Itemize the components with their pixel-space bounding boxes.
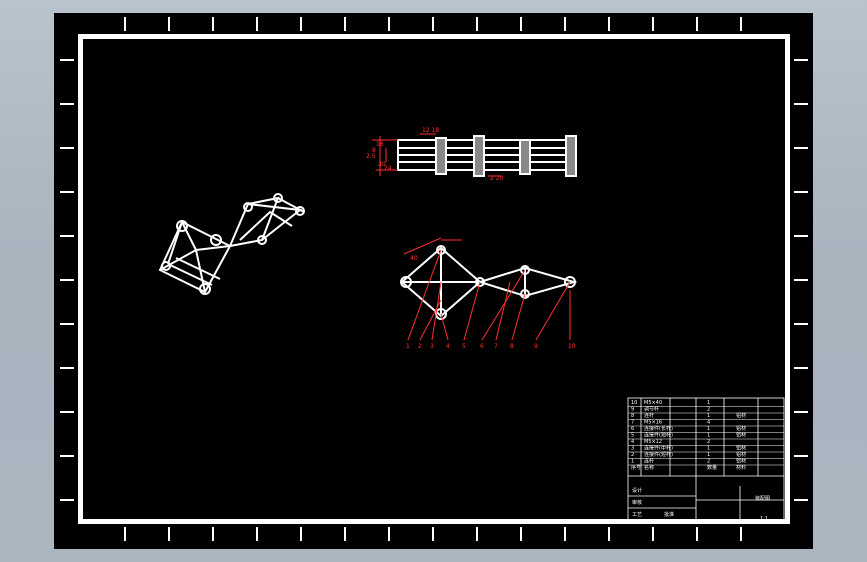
parts-cell-no: 2 — [631, 452, 634, 458]
parts-cell-no: 6 — [631, 426, 634, 432]
balloon-leader — [431, 281, 442, 341]
parts-cell-name: M5×16 — [644, 420, 662, 426]
parts-cell-material: 铝材 — [736, 425, 746, 432]
part-balloon[interactable]: 2 — [418, 343, 422, 350]
parts-cell-material: 铝材 — [736, 412, 746, 419]
parts-cell-qty: 1 — [707, 426, 710, 432]
label-process: 工艺 — [632, 512, 642, 518]
balloon-leader — [463, 281, 481, 341]
parts-cell-qty: 2 — [707, 407, 710, 413]
parts-cell-name: M5×40 — [644, 400, 662, 406]
parts-cell-qty: 1 — [707, 452, 710, 458]
parts-cell-material: 铝材 — [736, 432, 746, 439]
label-design: 设计 — [632, 487, 642, 494]
note-label: 2 20 — [490, 175, 504, 182]
parts-cell-name: 连接件(长杆) — [644, 425, 673, 432]
parts-cell-no: 9 — [631, 407, 634, 413]
parts-cell-qty: 2 — [707, 459, 710, 465]
part-balloon[interactable]: 7 — [494, 343, 498, 350]
dimension-label: 24 — [384, 165, 392, 172]
parts-cell-name: 连接件(短杆) — [644, 432, 673, 439]
part-balloon[interactable]: 1 — [406, 343, 410, 350]
frame-ruler-ticks — [60, 17, 808, 541]
parts-cell-no: 1 — [631, 459, 634, 465]
label-approve: 批准 — [664, 511, 674, 518]
note-label: 12 18 — [422, 127, 439, 134]
part-balloon[interactable]: 5 — [462, 343, 466, 350]
part-balloon[interactable]: 6 — [480, 343, 484, 350]
parts-cell-no: 3 — [631, 446, 634, 452]
parts-cell-material: 材料 — [736, 464, 746, 471]
balloon-leader — [511, 293, 526, 341]
scale-value: 1:1 — [760, 516, 768, 522]
parts-cell-qty: 4 — [707, 420, 710, 426]
dimension-label: 8 — [372, 147, 376, 154]
part-balloon[interactable]: 4 — [446, 343, 450, 350]
label-review: 审核 — [632, 499, 642, 506]
parts-cell-name: 连杆 — [644, 458, 654, 465]
balloon-leader — [535, 281, 571, 341]
parts-cell-no: 8 — [631, 413, 634, 419]
parts-cell-qty: 1 — [707, 413, 710, 419]
parts-cell-name: 调节杆 — [644, 406, 659, 413]
parts-cell-material: 铝材 — [736, 445, 746, 452]
balloon-leader — [440, 313, 449, 341]
parts-cell-no: 7 — [631, 420, 634, 426]
parts-cell-name: 名称 — [644, 464, 654, 471]
drawing-name: 装配图 — [755, 495, 770, 502]
parts-cell-qty: 数量 — [707, 464, 717, 471]
part-balloon[interactable]: 9 — [534, 343, 538, 350]
part-balloon[interactable]: 3 — [430, 343, 434, 350]
parts-cell-qty: 1 — [707, 446, 710, 452]
isometric-view[interactable] — [158, 193, 305, 295]
balloon-leader — [495, 281, 511, 341]
parts-cell-qty: 1 — [707, 433, 710, 439]
parts-cell-material: 铝材 — [736, 458, 746, 465]
parts-cell-no: 5 — [631, 433, 634, 439]
parts-cell-name: 连接件(中杆) — [644, 445, 673, 452]
parts-cell-qty: 1 — [707, 400, 710, 406]
balloon-leader — [481, 269, 526, 341]
part-balloon[interactable]: 8 — [510, 343, 514, 350]
parts-cell-name: 连接件(短杆) — [644, 451, 673, 458]
dimension-label: 16 — [376, 141, 384, 148]
balloon-leader — [407, 249, 442, 341]
parts-cell-no: 10 — [631, 400, 637, 406]
parts-cell-name: 连杆 — [644, 412, 654, 419]
parts-cell-no: 4 — [631, 439, 634, 445]
front-dimension: 40 — [410, 255, 418, 262]
part-balloon[interactable]: 10 — [568, 343, 576, 350]
parts-cell-no: 序号 — [631, 464, 641, 471]
front-view[interactable] — [400, 237, 578, 320]
dimension-label: 20 — [378, 161, 386, 168]
title-block — [627, 397, 785, 523]
parts-cell-qty: 2 — [707, 439, 710, 445]
top-view[interactable] — [372, 133, 577, 177]
parts-cell-material: 铝材 — [736, 451, 746, 458]
dimension-label: 2.5 — [366, 153, 376, 160]
parts-cell-name: M5×12 — [644, 439, 662, 445]
